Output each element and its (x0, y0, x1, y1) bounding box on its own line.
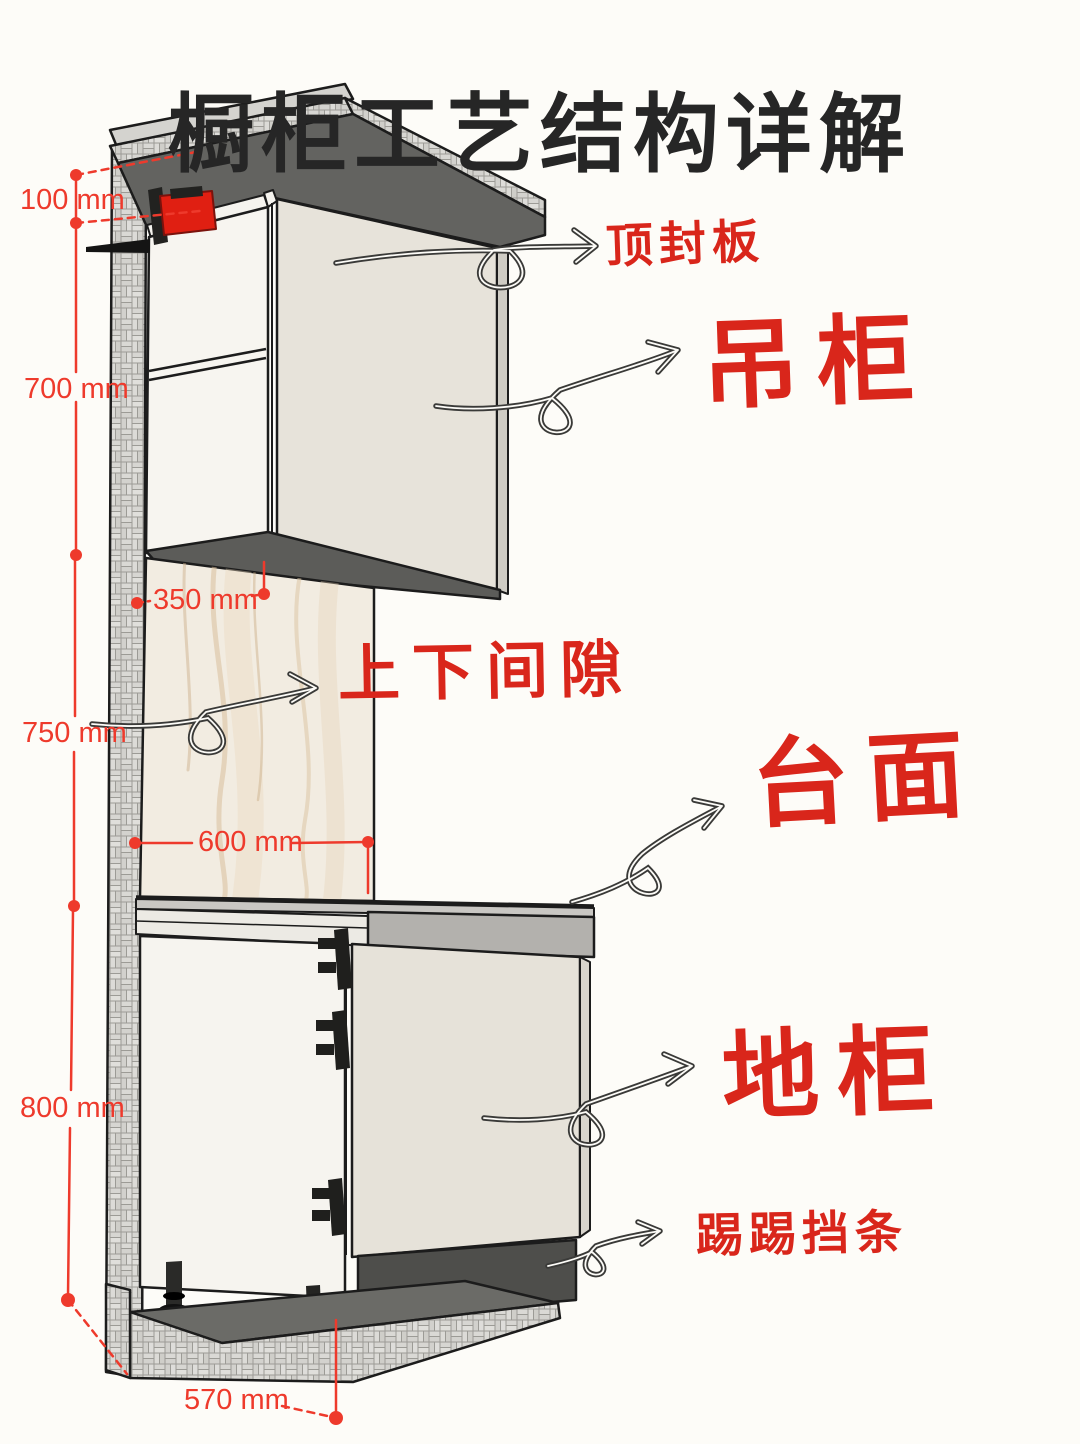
countertop-back-edge (135, 895, 595, 908)
mounting-pin (86, 239, 150, 253)
bracket-top (170, 186, 203, 199)
top-seal-board-drawing (108, 82, 547, 249)
dim-700mm: 700 mm (24, 373, 129, 405)
dim-800mm: 800 mm (20, 1092, 125, 1124)
beam-top-face (108, 82, 355, 149)
shelf-line (148, 356, 267, 382)
label-kick-strip: 踢踢挡条 (695, 1207, 909, 1263)
dim-350mm: 350 mm (153, 584, 258, 616)
dim-570mm: 570 mm (184, 1384, 289, 1416)
dim-100mm: 100 mm (20, 184, 125, 216)
dimension-endpoints (61, 169, 374, 1425)
label-countertop: 台面 (749, 721, 985, 840)
backsplash (138, 556, 376, 903)
dim-600mm: 600 mm (198, 826, 303, 858)
marble-veins (182, 558, 345, 901)
wall-cabinet-interior (144, 205, 270, 555)
dimension-lines (61, 150, 374, 1425)
base-cabinet-interior (138, 934, 347, 1300)
door-hinges (312, 928, 352, 1236)
base-cabinet-side-edge (579, 956, 591, 1238)
countertop-front (366, 910, 596, 959)
label-wall-cabinet: 吊柜 (700, 306, 934, 421)
label-top-seal-board: 顶封板 (605, 216, 766, 274)
label-upper-lower-gap: 上下间隙 (337, 636, 635, 710)
countertop-drawing (135, 895, 596, 959)
wall-cabinet-side-edge (496, 247, 509, 595)
shelf-line (148, 347, 267, 373)
floor (104, 1279, 562, 1384)
wall-cabinet-drawing (86, 186, 509, 601)
annotation-arrows (89, 227, 725, 1278)
base-cabinet-door (350, 942, 582, 1259)
base-cabinet-drawing (138, 928, 591, 1300)
dim-750mm: 750 mm (22, 717, 127, 749)
label-base-cabinet: 地柜 (720, 1017, 954, 1132)
page-title: 橱柜工艺结构详解 (168, 86, 912, 183)
rail-seam (135, 920, 369, 929)
